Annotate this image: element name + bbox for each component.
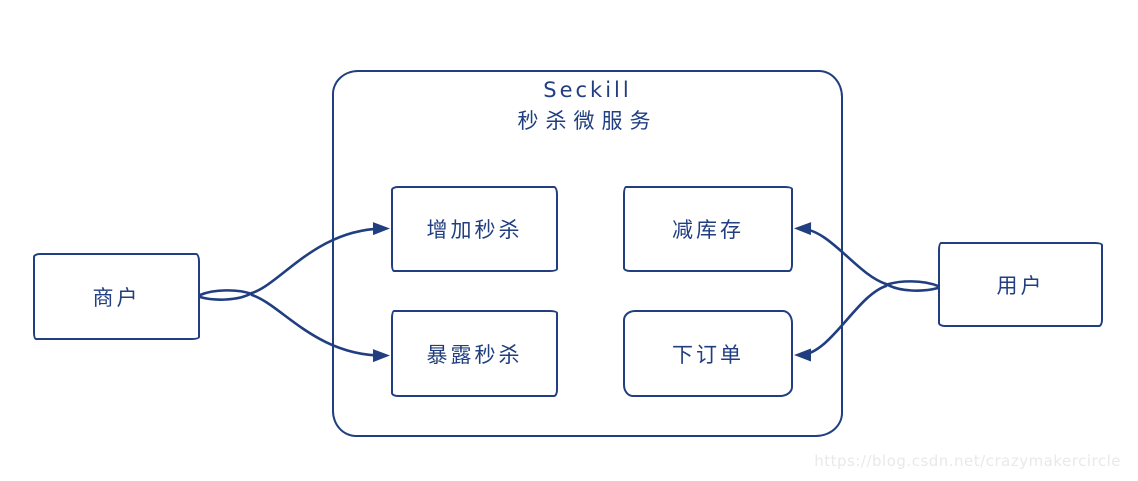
service-subtitle: 秒杀微服务 [517,109,658,133]
edge-merchant-stem-upper [198,289,254,297]
node-expose-seckill: 暴露秒杀 [391,310,558,397]
service-title: Seckill [543,78,632,102]
edge-user-stem-lower [884,282,940,292]
node-place-order: 下订单 [623,310,793,397]
node-place-order-label: 下订单 [672,342,744,367]
node-user-label: 用户 [996,273,1045,298]
seckill-service-container: Seckill 秒杀微服务 [332,70,843,437]
node-add-seckill-label: 增加秒杀 [426,218,523,242]
node-reduce-stock-label: 减库存 [672,218,744,242]
node-add-seckill: 增加秒杀 [391,186,558,272]
node-merchant: 商户 [33,253,200,340]
node-reduce-stock: 减库存 [623,186,793,272]
node-user: 用户 [938,242,1103,327]
watermark-url: https://blog.csdn.net/crazymakercircle [814,452,1121,470]
edge-user-stem-upper [884,280,940,288]
node-expose-seckill-label: 暴露秒杀 [426,342,523,367]
edge-merchant-stem-lower [198,291,254,301]
node-merchant-label: 商户 [92,285,141,310]
